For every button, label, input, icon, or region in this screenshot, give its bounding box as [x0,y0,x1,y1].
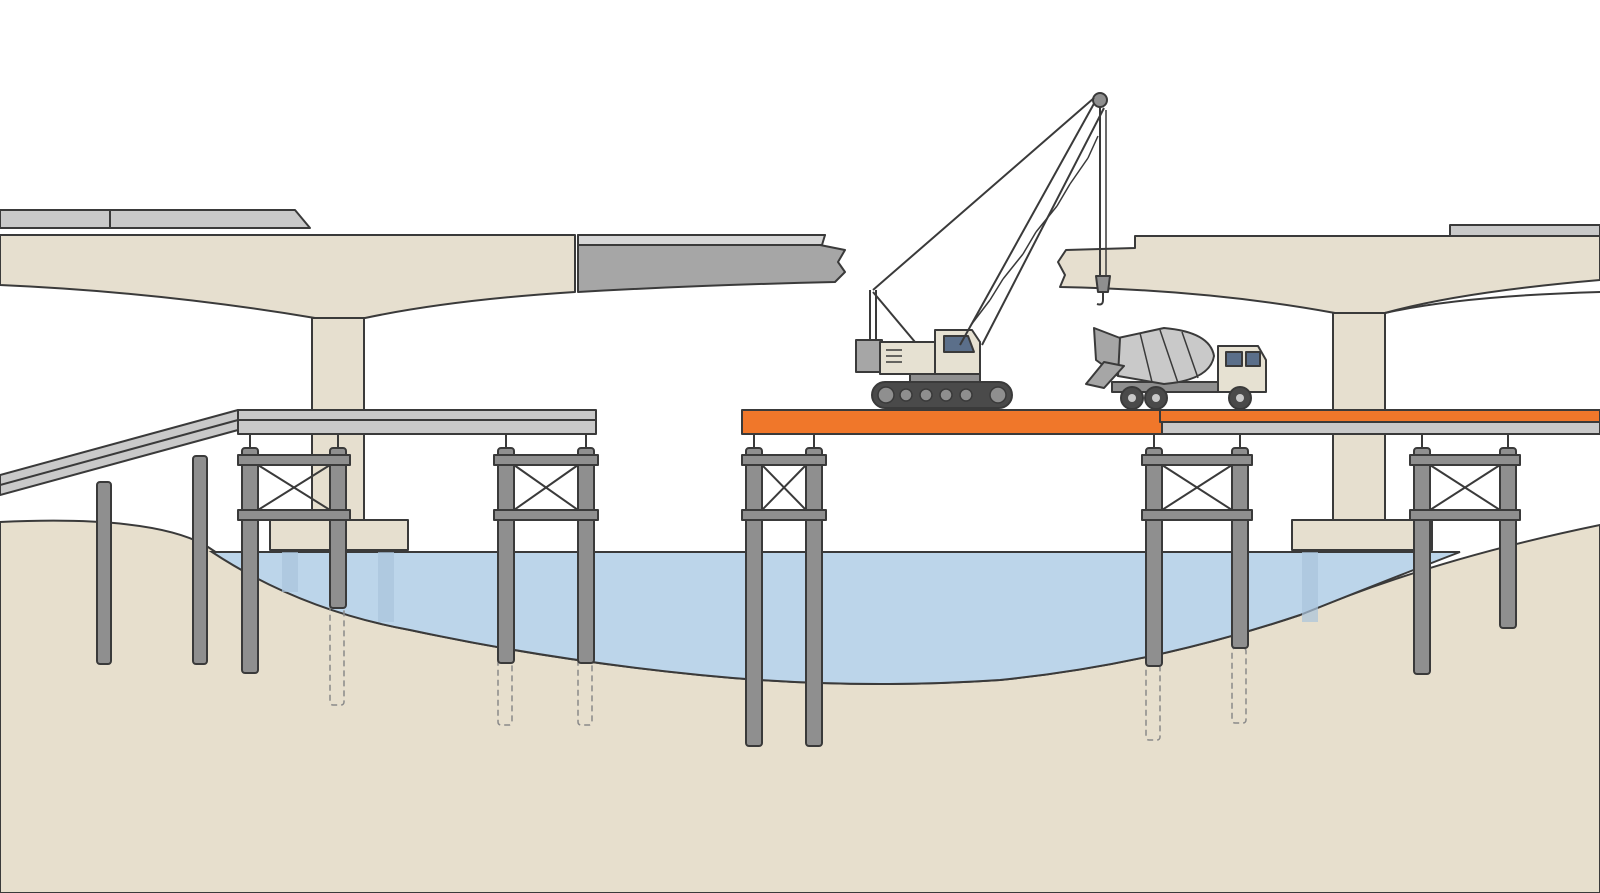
crawler-crane [855,92,1111,409]
existing-bridge-left-span [0,209,846,319]
temporary-work-trestle-left [0,409,599,674]
trestle-bent [237,434,351,674]
concrete-mixer-truck [1085,327,1267,410]
existing-bridge-right-span [1057,224,1600,314]
new-deck-section [741,409,1600,435]
trestle-bent [741,434,827,747]
trestle-bent [1409,434,1521,675]
trestle-bent [493,434,599,664]
trestle-bent [1141,434,1253,667]
